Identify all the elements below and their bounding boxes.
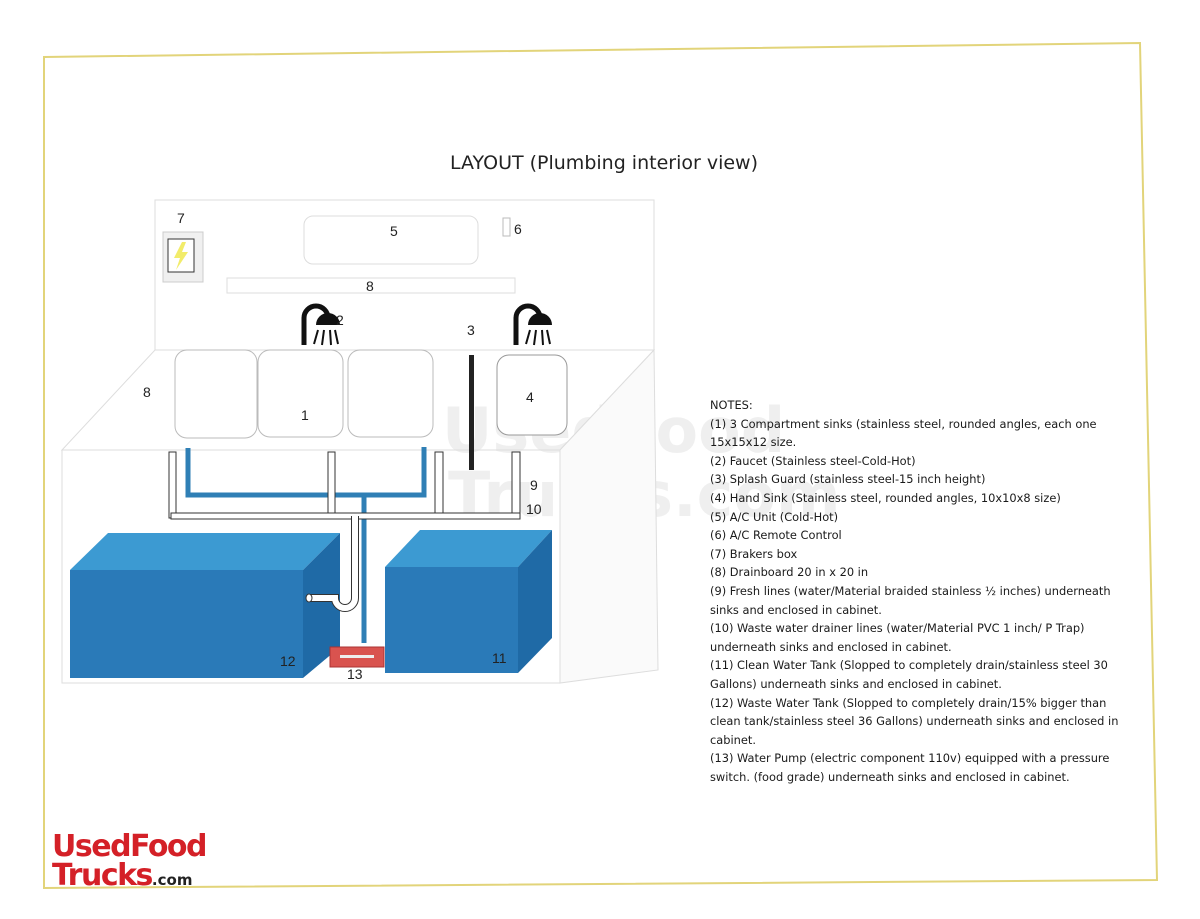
p-trap-drain	[305, 516, 359, 612]
note-line: (5) A/C Unit (Cold-Hot)	[710, 509, 839, 524]
clean-water-tank	[385, 530, 552, 673]
label-splash-guard: 3	[467, 322, 475, 338]
note-line: (1) 3 Compartment sinks (stainless steel…	[710, 416, 1097, 431]
logo-domain: .com	[151, 871, 193, 889]
drainboard	[226, 277, 516, 294]
notes-list: (1) 3 Compartment sinks (stainless steel…	[710, 415, 1130, 787]
page-frame	[43, 41, 1159, 890]
note-line: cabinet.	[710, 732, 756, 747]
cabinet-front	[61, 449, 561, 684]
label-sinks: 1	[301, 407, 309, 423]
faucet-icon	[301, 303, 340, 346]
label-water-pump: 13	[347, 666, 363, 682]
lightning-bolt-icon	[174, 242, 188, 270]
note-line: 15x15x12 size.	[710, 435, 797, 450]
note-line: (7) Brakers box	[710, 546, 798, 561]
label-hand-sink: 4	[526, 389, 534, 405]
sink-compartment	[347, 349, 434, 438]
breaker-box	[162, 231, 204, 283]
logo-line-2: Trucks	[52, 858, 153, 893]
label-waste-tank: 12	[280, 653, 296, 669]
fresh-water-lines	[185, 447, 427, 643]
page-title: LAYOUT (Plumbing interior view)	[450, 152, 758, 174]
ac-unit	[303, 215, 479, 265]
label-drainboard: 8	[366, 278, 374, 294]
note-line: (9) Fresh lines (water/Material braided …	[710, 583, 1111, 598]
label-faucet: 2	[336, 312, 344, 328]
note-line: switch. (food grade) underneath sinks an…	[710, 769, 1070, 784]
waste-water-lines	[168, 451, 521, 520]
faucet-icon	[513, 303, 552, 346]
label-waste-lines: 10	[526, 501, 542, 517]
label-drainboard-side: 8	[143, 384, 151, 400]
logo-line-1: UsedFood	[52, 829, 208, 864]
splash-guard	[469, 355, 474, 470]
note-line: Gallons) underneath sinks and enclosed i…	[710, 676, 1002, 691]
sink-compartment	[174, 349, 258, 439]
note-line: (6) A/C Remote Control	[710, 528, 842, 543]
usedfoodtrucks-logo: UsedFood Trucks.com	[52, 829, 208, 895]
notes-heading: NOTES:	[710, 398, 753, 412]
label-fresh-lines: 9	[530, 477, 538, 493]
note-line: clean tank/stainless steel 36 Gallons) u…	[710, 714, 1119, 729]
note-line: sinks and enclosed in cabinet.	[710, 602, 882, 617]
hand-sink	[496, 354, 568, 436]
label-ac-unit: 5	[390, 223, 398, 239]
note-line: (4) Hand Sink (Stainless steel, rounded …	[710, 490, 1061, 505]
label-clean-tank: 11	[492, 650, 507, 666]
note-line: (8) Drainboard 20 in x 20 in	[710, 565, 869, 580]
note-line: (3) Splash Guard (stainless steel-15 inc…	[710, 472, 986, 487]
water-pump	[329, 646, 385, 668]
label-breaker-box: 7	[177, 210, 185, 226]
sink-compartment	[257, 349, 344, 438]
notes-panel: NOTES: (1) 3 Compartment sinks (stainles…	[710, 396, 1130, 786]
note-line: underneath sinks and enclosed in cabinet…	[710, 639, 952, 654]
note-line: (13) Water Pump (electric component 110v…	[710, 751, 1110, 766]
ac-remote	[502, 217, 511, 237]
note-line: (11) Clean Water Tank (Slopped to comple…	[710, 658, 1108, 673]
label-ac-remote: 6	[514, 221, 522, 237]
note-line: (12) Waste Water Tank (Slopped to comple…	[710, 695, 1107, 710]
note-line: (2) Faucet (Stainless steel-Cold-Hot)	[710, 453, 916, 468]
waste-water-tank	[70, 533, 340, 678]
note-line: (10) Waste water drainer lines (water/Ma…	[710, 621, 1085, 636]
